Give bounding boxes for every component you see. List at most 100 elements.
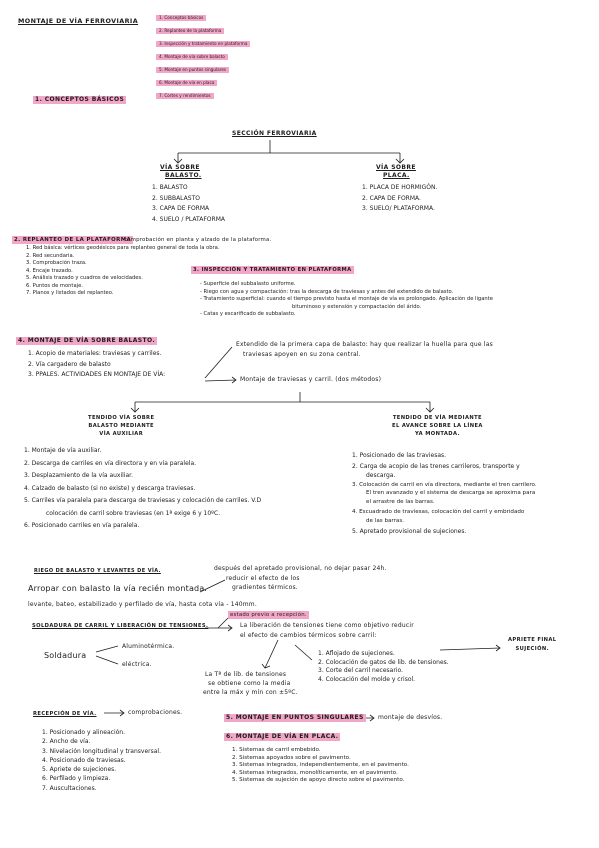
list-item: 1. Sistemas de carril embebido. [232,747,321,753]
list-item: - Superficie del subbalasto uniforme. [200,281,296,287]
list-item: 3. Sistemas integrados, independientemen… [232,762,409,769]
section-3-heading: 3. INSPECCIÓN Y TRATAMIENTO EN PLATAFORM… [191,266,354,274]
placa-list: 1. Sistemas de carril embebido. 2. Siste… [232,747,409,785]
list-item: 1. PLACA DE HORMIGÓN. [362,184,438,191]
estado-previo-badge: estado previo a recepción. [228,611,309,619]
list-item: 2. Colocación de gatos de lib. de tensio… [318,658,449,666]
toc-item-1: 1. Conceptos básicos [156,15,207,21]
method-right-title: TENDIDO DE VÍA MEDIANTE EL AVANCE SOBRE … [392,415,483,437]
toc-item-4: 4. Montaje de vía sobre balasto [156,54,228,60]
list-item: 2. CAPA DE FORMA. [362,194,421,202]
list-item: 5. Carriles vía paralela para descarga d… [24,497,262,504]
temperatura-note-end: entre la máx y mín con ±5ºC. [203,689,298,696]
list-item: 4. Escuadrado de traviesas, colocación d… [352,508,525,515]
toc-item-3: 3. Inspección y tratamiento en plataform… [156,41,251,47]
list-item: El tren avanzado y el sistema de descarg… [366,490,536,496]
toc-item-2: 2. Replanteo de la plataforma [156,28,225,34]
apriete-final: APRIETE FINAL SUJECIÓN. [508,637,557,652]
list-item: 5. Análisis trazado y cuadros de velocid… [26,275,143,281]
list-item: 7. Planos y listados del replanteo. [26,290,114,296]
list-item: 1. Posicionado y alineación. [42,729,125,736]
section-5-heading: 5. MONTAJE EN PUNTOS SINGULARES [224,714,366,722]
temperatura-note-cont: se obtiene como la media [208,680,291,687]
liberacion-desc: La liberación de tensiones tiene como ob… [240,622,414,629]
list-item: el arrastre de las barras. [366,498,435,505]
section-5-note: montaje de desvíos. [378,714,443,721]
list-item: 5. Apriete de sujeciones. [42,766,117,774]
list-item: - Riego con agua y compactación: tras la… [200,288,454,295]
list-item: 4. Calzado de balasto (si no existe) y d… [24,484,196,492]
list-item: 4. Encaje trazado. [26,267,73,274]
right-branch-title: VÍA SOBRE [376,164,416,171]
riego-line-2: levante, bateo, estabilizado y perfilado… [28,601,257,608]
left-branch-title: VÍA SOBRE [160,164,200,171]
list-item: 5. Apretado provisional de sujeciones. [352,527,467,535]
list-item: 3. CAPA DE FORMA [152,205,210,212]
list-item: 3. PPALES. ACTIVIDADES EN MONTAJE DE VÍA… [28,371,166,378]
list-item: 2. Ancho de vía. [42,738,91,746]
list-item: 2. Red secundaria. [26,252,75,259]
list-item: 4. Colocación del molde y crisol. [318,675,416,683]
list-item: 2. Vía cargadero de balasto [28,360,111,368]
right-branch-subtitle: PLACA. [383,172,410,179]
list-item: 6. Puntos de montaje. [26,282,83,289]
list-item: 1. Red básica: vértices geodésicos para … [26,245,220,251]
inspeccion-list: - Superficie del subbalasto uniforme. - … [200,281,493,319]
activity-montaje: Montaje de traviesas y carril. (dos méto… [240,376,382,383]
list-item: colocación de carril sobre traviesas (en… [46,509,221,517]
riego-line-1: Arropar con balasto la vía recién montad… [28,584,208,593]
section-6-heading: 6. MONTAJE DE VÍA EN PLACA. [224,733,341,741]
riego-heading: RIEGO DE BALASTO Y LEVANTES DE VÍA. [34,568,161,574]
list-item: 2. Carga de acopio de las trenes carrile… [352,463,520,470]
section-diagram-title: SECCIÓN FERROVIARIA [232,130,317,137]
section-4-heading: 4. MONTAJE DE VÍA SOBRE BALASTO. [16,337,158,345]
list-item: 7. Auscultaciones. [42,784,97,792]
list-item: 5. Sistemas de sujeción de apoyo directo… [232,777,405,784]
temperatura-note: La Tª de lib. de tensiones [205,671,287,678]
replanteo-list: 1. Red básica: vértices geodésicos para … [26,245,220,298]
list-item: 3. Desplazamiento de la vía auxiliar. [24,472,133,479]
liberacion-steps: 1. Aflojado de sujeciones. 2. Colocación… [318,650,449,684]
balasto-steps: 1. Acopio de materiales: traviesas y car… [28,349,165,381]
soldadura-type: eléctrica. [122,661,152,668]
list-item: 3. Corte del carril necesario. [318,667,403,674]
soldadura-type: Aluminotérmica. [122,643,175,650]
list-item: 1. Montaje de vía auxiliar. [24,447,102,454]
toc-item-7: 7. Cortes y rendimientos [156,93,214,99]
page-title: MONTAJE DE VÍA FERROVIARIA [18,17,139,25]
list-item: 1. Aflojado de sujeciones. [318,650,395,657]
soldadura-label: Soldadura [44,651,87,660]
list-item: 2. Sistemas apoyados sobre el pavimento. [232,754,351,761]
list-item: bituminoso y extensión y compactación de… [292,303,422,310]
list-item: 1. BALASTO [152,184,188,191]
toc-item-5: 5. Montaje en puntos singulares [156,67,230,73]
toc-item-6: 6. Montaje de vía en placa [156,80,218,86]
soldadura-heading: SOLDADURA DE CARRIL Y LIBERACIÓN DE TENS… [32,623,209,629]
right-layers-list: 1. PLACA DE HORMIGÓN. 2. CAPA DE FORMA. … [362,183,437,215]
list-item: - Catas y escarificado de subbalasto. [200,311,296,317]
activity-extendido-cont: traviesas apoyen en su zona central. [243,351,361,358]
list-item: 1. Posicionado de las traviesas. [352,452,447,459]
method-left-steps: 1. Montaje de vía auxiliar. 2. Descarga … [24,445,261,533]
list-item: 2. SUBBALASTO [152,194,200,202]
list-item: 4. Sistemas integrados, monolíticamente,… [232,769,398,776]
section-1-heading: 1. CONCEPTOS BÁSICOS [33,96,127,104]
list-item: de las barras. [366,517,405,524]
list-item: 3. Colocación de carril en vía directora… [352,482,537,488]
list-item: 4. Posicionado de traviesas. [42,756,126,764]
liberacion-desc-cont: el efecto de cambios térmicos sobre carr… [240,632,377,639]
section-2-heading: 2. REPLANTEO DE LA PLATAFORMA [12,236,134,244]
list-item: descarga. [366,472,396,479]
left-branch-subtitle: BALASTO. [165,172,202,179]
method-right-steps: 1. Posicionado de las traviesas. 2. Carg… [352,450,537,537]
list-item: 3. Comprobación traza. [26,260,87,266]
riego-note: después del apretado provisional, no dej… [214,565,387,572]
recepcion-list: 1. Posicionado y alineación. 2. Ancho de… [42,728,161,793]
riego-note-gradientes: gradientes térmicos. [232,584,298,591]
list-item: 3. Nivelación longitudinal y transversal… [42,747,161,755]
recepcion-note: comprobaciones. [128,709,183,716]
riego-note-reducir: reducir el efecto de los [226,575,300,582]
section-2-intro: comprobación en planta y alzado de la pl… [124,237,272,243]
list-item: 1. Acopio de materiales: traviesas y car… [28,350,162,357]
